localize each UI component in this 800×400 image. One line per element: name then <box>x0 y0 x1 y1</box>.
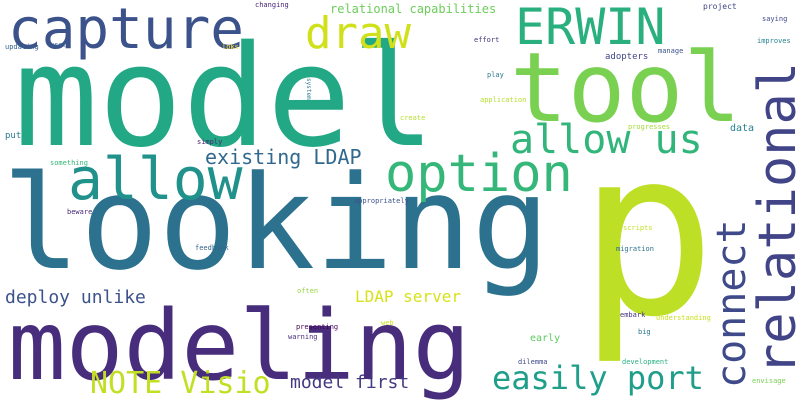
word-relational-capabilities: relational capabilities <box>330 2 497 16</box>
word-system-vertical: system <box>305 78 312 100</box>
word-looking: looking <box>2 147 550 299</box>
word-manage: manage <box>658 47 684 55</box>
word-loks: loks <box>222 43 239 51</box>
word-embark: embark <box>620 311 646 319</box>
word-migration: migration <box>616 245 654 253</box>
word-easily-port: easily port <box>492 359 704 397</box>
word-scripts: scripts <box>623 224 653 232</box>
word-create: create <box>400 114 426 122</box>
word-saying: saying <box>762 15 788 23</box>
word-appropriately: appropriately <box>354 197 409 205</box>
word-user: user <box>50 41 67 49</box>
word-p: p <box>578 101 717 368</box>
word-progresses: progresses <box>628 123 671 131</box>
word-early: early <box>530 333 561 344</box>
word-model-first: model first <box>290 372 410 393</box>
word-note-visio: NOTE Visio <box>90 366 271 400</box>
word-draw: draw <box>305 8 411 59</box>
word-often: often <box>297 287 319 295</box>
word-dilemma: dilemma <box>518 358 548 366</box>
word-presenting: presenting <box>296 323 339 331</box>
word-envisage: envisage <box>752 377 786 385</box>
word-data: data <box>730 123 755 134</box>
word-option: option <box>385 144 573 204</box>
word-updating: updating <box>5 43 39 51</box>
word-model: model <box>14 16 436 179</box>
word-beware: beware <box>67 208 93 216</box>
word-warning: warning <box>288 333 318 341</box>
word-simply: simply <box>197 138 223 146</box>
word-allow: allow <box>68 145 243 213</box>
word-modeling: modeling <box>8 290 471 400</box>
word-existing-ldap: existing LDAP <box>205 145 362 169</box>
word-changing: changing <box>255 1 289 9</box>
word-feedback: feedback <box>195 244 229 252</box>
word-capture: capture <box>8 0 245 62</box>
word-adopters: adopters <box>605 52 649 62</box>
word-project: project <box>703 2 737 11</box>
word-application: application <box>480 96 527 104</box>
word-effort: effort <box>474 36 500 44</box>
word-play: play <box>487 71 504 79</box>
word-improves: improves <box>757 37 791 45</box>
word-web: web <box>381 319 394 327</box>
word-put: put <box>5 131 22 141</box>
word-erwin: ERWIN <box>515 0 666 56</box>
word-relational-vertical: relational <box>748 61 800 375</box>
word-understanding: understanding <box>656 314 711 322</box>
word-something: something <box>50 159 88 167</box>
word-allow-us: allow us <box>510 117 703 163</box>
word-development: development <box>622 358 669 366</box>
word-deploy-unlike: deploy unlike <box>5 287 146 308</box>
word-big: big <box>638 328 651 336</box>
word-ldap-server: LDAP server <box>355 287 461 306</box>
word-tool: tool <box>510 32 742 144</box>
word-connect-vertical: connect <box>709 219 755 388</box>
